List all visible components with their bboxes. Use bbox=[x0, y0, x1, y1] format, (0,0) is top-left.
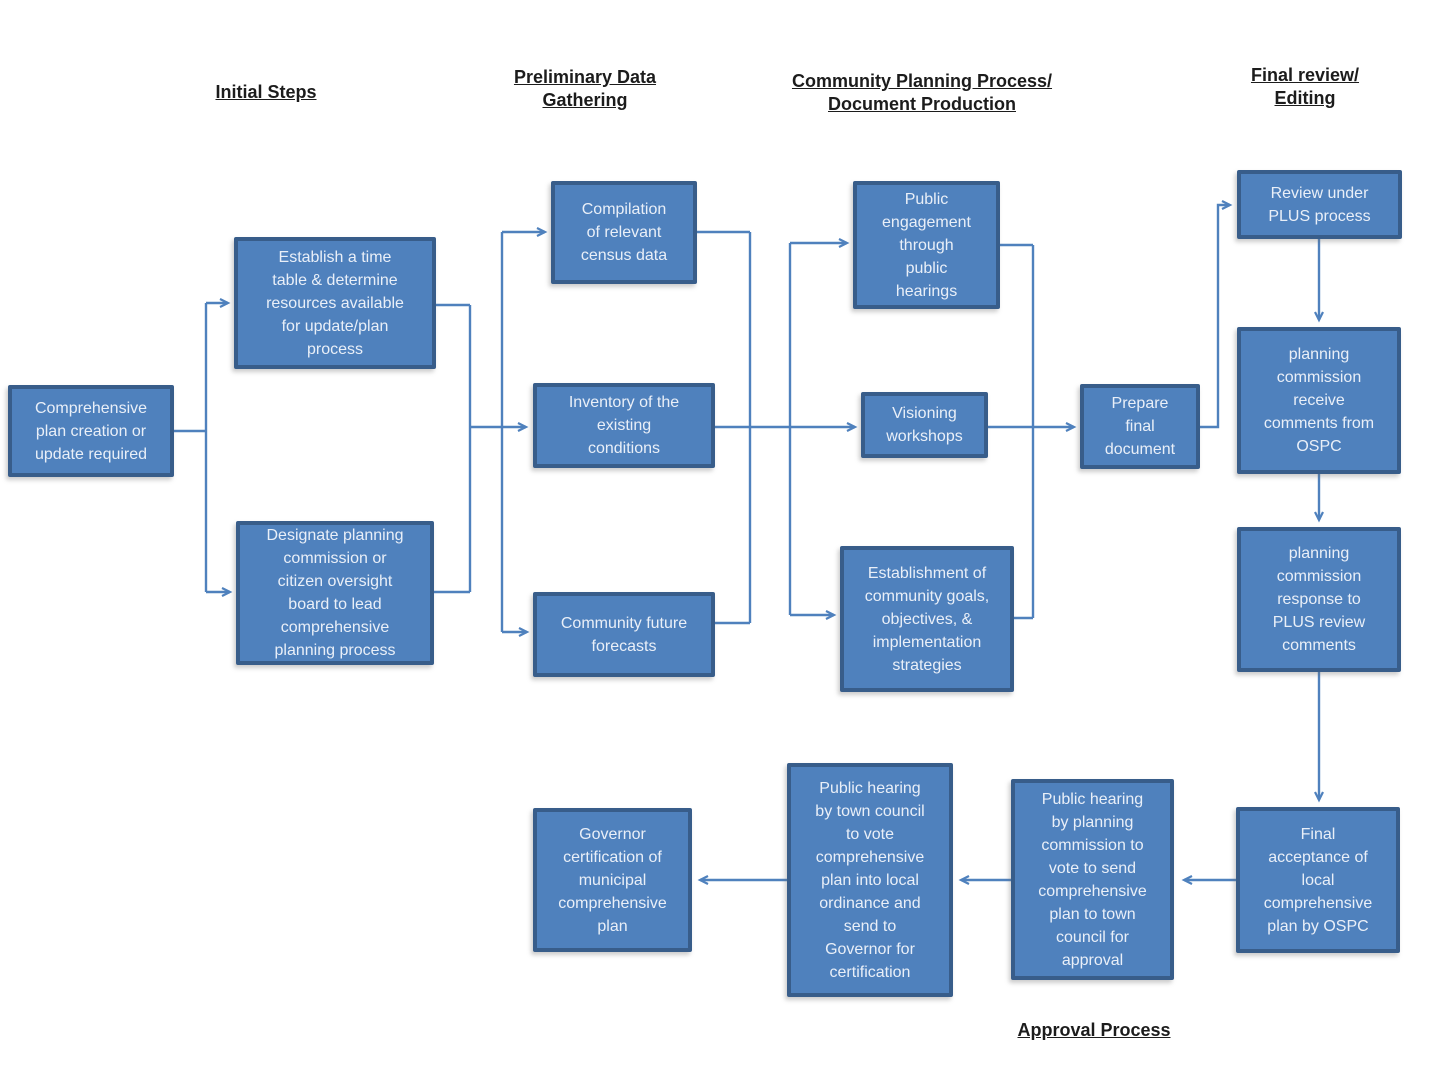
column-header-initial-steps: Initial Steps bbox=[215, 82, 317, 102]
node-governor-certification: Governor certification of municipal comp… bbox=[533, 808, 692, 952]
node-visioning-workshops: Visioning workshops bbox=[861, 392, 988, 458]
node-designate-commission: Designate planning commission or citizen… bbox=[236, 521, 434, 665]
node-public-engagement: Public engagement through public hearing… bbox=[853, 181, 1000, 309]
node-census-data-compilation: Compilation of relevant census data bbox=[551, 181, 697, 284]
edge-col1-merge bbox=[434, 303, 472, 594]
node-goals-objectives-strategies: Establishment of community goals, object… bbox=[840, 546, 1014, 692]
node-prepare-final-document: Prepare final document bbox=[1080, 384, 1200, 469]
node-final-acceptance-ospc: Final acceptance of local comprehensive … bbox=[1236, 807, 1400, 953]
node-plus-review: Review under PLUS process bbox=[1237, 170, 1402, 239]
node-comprehensive-plan-creation: Comprehensive plan creation or update re… bbox=[8, 385, 174, 477]
node-receive-ospc-comments: planning commission receive comments fro… bbox=[1237, 327, 1401, 474]
column-header-preliminary-data: Preliminary Data Gathering bbox=[513, 67, 657, 110]
edge-arrow-review bbox=[1200, 200, 1233, 429]
column-header-approval-process: Approval Process bbox=[1017, 1020, 1171, 1040]
node-town-council-hearing: Public hearing by town council to vote c… bbox=[787, 763, 953, 997]
node-community-future-forecasts: Community future forecasts bbox=[533, 592, 715, 677]
edge-compplan-trunk bbox=[174, 303, 208, 592]
node-plus-review-response: planning commission response to PLUS rev… bbox=[1237, 527, 1401, 672]
column-header-community-planning: Community Planning Process/ Document Pro… bbox=[791, 71, 1053, 114]
node-existing-conditions-inventory: Inventory of the existing conditions bbox=[533, 383, 715, 468]
node-planning-commission-hearing: Public hearing by planning commission to… bbox=[1011, 779, 1174, 980]
node-establish-timetable: Establish a time table & determine resou… bbox=[234, 237, 436, 369]
edge-col3-merge bbox=[1000, 243, 1035, 620]
column-header-final-review: Final review/ Editing bbox=[1250, 65, 1360, 108]
